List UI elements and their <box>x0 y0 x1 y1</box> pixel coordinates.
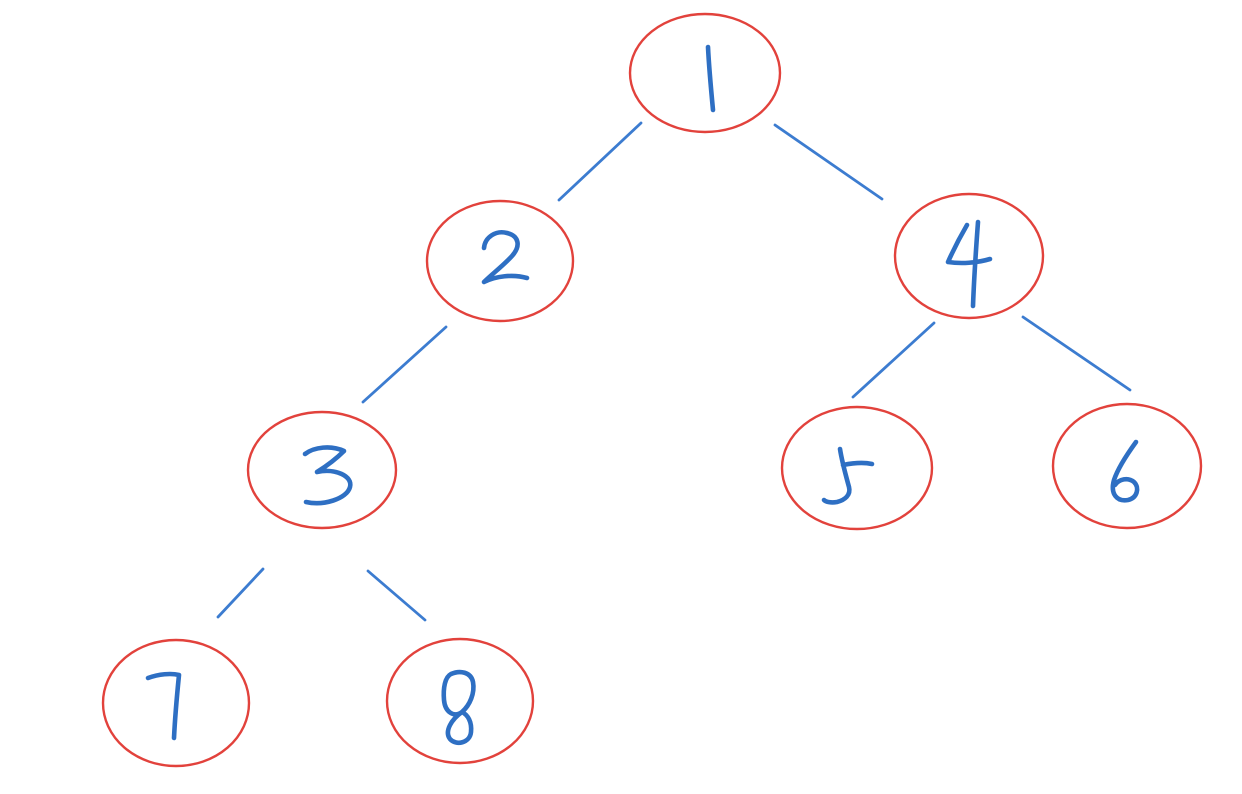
node-circle-7 <box>101 638 251 768</box>
tree-node-5 <box>780 405 934 531</box>
tree-node-4 <box>893 192 1045 320</box>
tree-node-8 <box>385 637 535 765</box>
tree-edge-3-7 <box>216 567 265 619</box>
node-value-digit-4 <box>945 219 993 309</box>
node-value-digit-2 <box>481 230 530 285</box>
node-value-digit-1 <box>705 44 716 113</box>
node-value-digit-5 <box>821 446 875 505</box>
node-value-digit-3 <box>302 445 353 506</box>
tree-edge-3-8 <box>366 569 427 622</box>
node-circle-3 <box>246 410 398 530</box>
tree-node-3 <box>246 410 398 530</box>
tree-edge-4-6 <box>1021 315 1132 392</box>
tree-edge-1-2 <box>557 121 643 202</box>
tree-node-7 <box>101 638 251 768</box>
node-circle-1 <box>628 12 782 134</box>
node-value-digit-6 <box>1110 439 1140 503</box>
tree-edge-4-5 <box>851 321 936 399</box>
tree-node-2 <box>425 199 575 323</box>
tree-node-1 <box>628 12 782 134</box>
node-circle-8 <box>385 637 535 765</box>
tree-edge-1-4 <box>773 123 884 201</box>
node-circle-4 <box>893 192 1045 320</box>
tree-node-6 <box>1051 402 1203 530</box>
node-value-digit-7 <box>145 671 182 741</box>
node-circle-6 <box>1051 402 1203 530</box>
node-circle-5 <box>780 405 934 531</box>
node-value-digit-8 <box>441 669 476 746</box>
tree-edge-2-3 <box>361 325 448 404</box>
node-circle-2 <box>425 199 575 323</box>
